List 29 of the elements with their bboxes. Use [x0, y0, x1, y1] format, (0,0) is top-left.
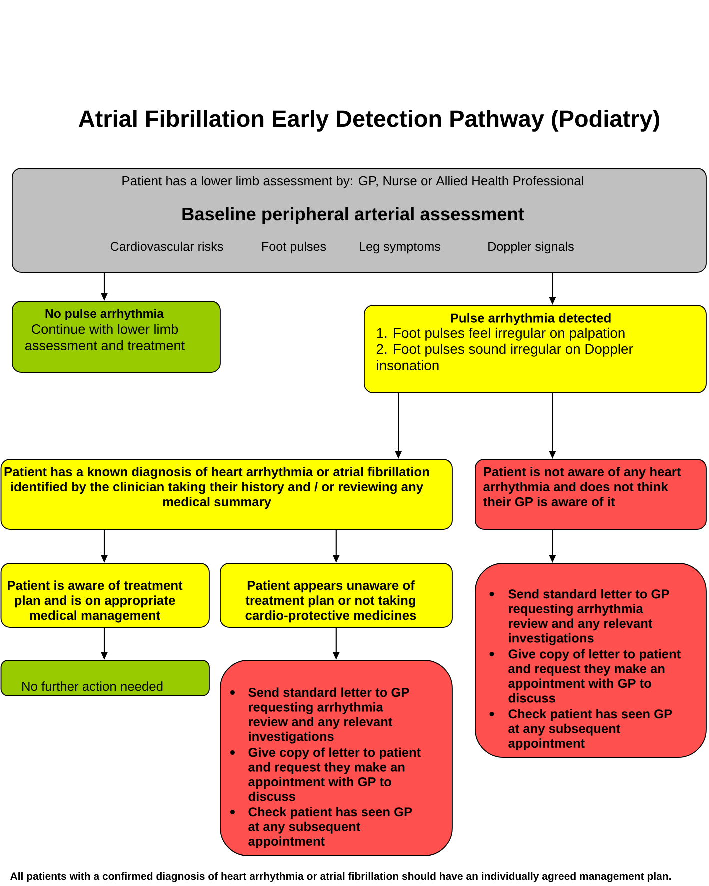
list-item: Check patient has seen GP at any subsequent appointment — [508, 709, 672, 751]
list-item: Send standard letter to GP requesting arrhythmia review and any relevant investigations — [248, 688, 410, 744]
heading: Baseline peripheral arterial assessment — [182, 207, 524, 224]
process-box — [364, 305, 707, 394]
list-item: Send standard letter to GP requesting arrhythmia review and any relevant investigations — [508, 589, 670, 646]
process-box: Patient is not aware of any heart arrhythmia and does not think their GP is aware of it — [475, 459, 707, 530]
title: Atrial Fibrillation Early Detection Pathway (Podiatry) — [78, 110, 660, 132]
heading: No pulse arrhythmia — [46, 309, 164, 321]
item-label: Doppler signals — [488, 242, 574, 254]
heading: Pulse arrhythmia detected — [451, 313, 611, 326]
item-label: Cardiovascular risks — [110, 242, 224, 252]
list-item: Give copy of letter to patient and request they make an appointment with GP to discuss — [508, 649, 681, 703]
process-box: Patient is aware of treatment plan and is on appropriate medical management — [0, 563, 210, 628]
list-item: Give copy of letter to patient and request they make an appointment with GP to discuss — [248, 748, 421, 802]
process-box — [12, 301, 221, 373]
item-label: Foot pulses — [262, 242, 326, 254]
process-box: No further action needed — [0, 660, 210, 696]
footnote: All patients with a confirmed diagnosis of heart arrhythmia or atrial fibrillation should have an individually agreed management plan. — [10, 872, 672, 882]
process-box — [220, 660, 453, 856]
body-text: Patient has a lower limb assessment by: GP, Nurse or Allied Health Professional — [122, 176, 584, 188]
list-item: 1. Foot pulses feel irregular on palpation — [377, 328, 625, 341]
list-item: 2. Foot pulses sound irregular on Doppler insonation — [376, 344, 634, 371]
process-box: Patient has a known diagnosis of heart arrhythmia or atrial fibrillation identified by the clinician taking their history and / or reviewing any medical summary — [0, 459, 453, 530]
list-item: Check patient has seen GP at any subsequent appointment — [248, 807, 412, 849]
item-label: Leg symptoms — [360, 242, 440, 254]
process-box — [12, 168, 707, 273]
process-box: Patient appears unaware of treatment plan or not taking cardio-protective medicines — [220, 563, 453, 628]
process-box — [475, 563, 707, 758]
body-text: Continue with lower limb assessment and treatment — [25, 324, 185, 351]
